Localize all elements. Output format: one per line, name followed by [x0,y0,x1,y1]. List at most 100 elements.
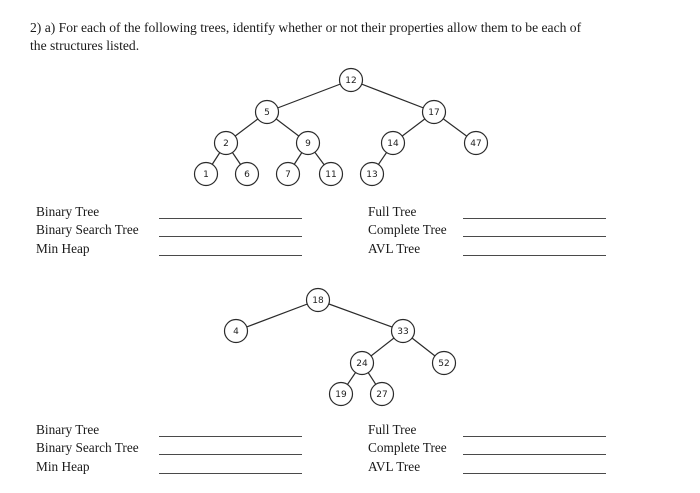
tree-node-circle [318,161,344,187]
tree-node-value: 52 [438,359,449,369]
tree-1-node-7: 7 [275,161,301,187]
answer-row-t2-avl-tree: AVL Tree [368,455,606,474]
tree-node-value: 6 [244,170,250,180]
tree-node-value: 33 [397,327,408,337]
tree-node-circle [380,130,406,156]
tree-1-node-12: 12 [338,67,364,93]
tree-node-circle [390,318,416,344]
answer-row-t1-complete-tree: Complete Tree [368,219,606,237]
tree-node-circle [193,161,219,187]
tree-node-value: 24 [356,359,368,369]
answer-blank-line [159,459,302,474]
answer-label: Full Tree [368,203,417,219]
answer-row-t2-binary-tree: Binary Tree [36,418,302,437]
tree-node-value: 2 [223,139,229,149]
tree-edge-18-4 [235,299,319,332]
answer-row-t2-min-heap: Min Heap [36,455,302,474]
question-line-2: the structures listed. [30,37,140,53]
answer-blank-line [159,440,302,455]
tree-2-node-27: 27 [369,381,395,407]
tree-node-circle [223,318,249,344]
tree-node-circle [349,350,375,376]
answer-label: Min Heap [36,458,90,474]
tree-node-value: 9 [305,139,311,149]
tree-node-value: 4 [233,327,239,337]
tree-1-node-2: 2 [213,130,239,156]
tree-node-circle [213,130,239,156]
answers-tree1-right: Full Tree Complete Tree AVL Tree [368,200,606,256]
tree-node-circle [421,99,447,125]
answer-blank-line [463,440,606,455]
answer-label: AVL Tree [368,458,421,474]
tree-1-node-13: 13 [359,161,385,187]
answer-row-t2-full-tree: Full Tree [368,418,606,437]
tree-1-node-47: 47 [463,130,489,156]
tree-1-node-1: 1 [193,161,219,187]
answers-tree2-right: Full Tree Complete Tree AVL Tree [368,418,606,474]
answer-row-t1-min-heap: Min Heap [36,237,302,256]
answer-blank-line [463,204,606,219]
tree-node-value: 47 [470,139,481,149]
tree-node-value: 1 [203,170,209,180]
tree-2-node-52: 52 [431,350,457,376]
answer-blank-line [159,422,302,437]
tree-node-circle [431,350,457,376]
tree-2-node-33: 33 [390,318,416,344]
answer-label: Complete Tree [368,222,447,237]
tree-node-value: 12 [345,76,356,86]
answer-row-t1-avl-tree: AVL Tree [368,237,606,256]
tree-node-circle [338,67,364,93]
answer-row-t1-full-tree: Full Tree [368,200,606,219]
answer-label: Min Heap [36,240,90,256]
tree-2-node-24: 24 [349,350,375,376]
tree-node-value: 5 [264,108,270,118]
tree-node-value: 13 [366,170,377,180]
tree-edge-12-5 [266,79,352,113]
answer-row-t2-complete-tree: Complete Tree [368,437,606,455]
answers-tree1-left: Binary Tree Binary Search Tree Min Heap [36,200,302,256]
answer-row-t1-binary-tree: Binary Tree [36,200,302,219]
question-line-1: 2) a) For each of the following trees, i… [30,20,582,35]
answer-label: Full Tree [368,421,417,437]
tree-node-circle [328,381,354,407]
answer-blank-line [463,459,606,474]
answers-tree2-left: Binary Tree Binary Search Tree Min Heap [36,418,302,474]
answer-label: Binary Tree [36,203,100,219]
answer-blank-line [463,241,606,256]
tree-2-node-4: 4 [223,318,249,344]
tree-node-value: 27 [376,390,387,400]
answer-blank-line [463,222,606,237]
answer-label: Binary Search Tree [36,222,139,237]
tree-node-circle [275,161,301,187]
answer-blank-line [159,222,302,237]
tree-node-circle [463,130,489,156]
answer-label: Binary Search Tree [36,440,139,455]
tree-node-value: 11 [325,170,336,180]
tree-node-circle [234,161,260,187]
tree-1-node-5: 5 [254,99,280,125]
answer-row-t2-binary-search-tree: Binary Search Tree [36,437,302,455]
answer-label: Complete Tree [368,440,447,455]
tree-1-node-11: 11 [318,161,344,187]
tree-node-circle [305,287,331,313]
answer-blank-line [159,241,302,256]
tree-node-circle [254,99,280,125]
tree-node-value: 17 [428,108,439,118]
tree-node-value: 19 [335,390,347,400]
tree-edge-12-17 [350,79,435,113]
tree-node-circle [295,130,321,156]
answer-label: Binary Tree [36,421,100,437]
tree-node-circle [369,381,395,407]
tree-2-node-18: 18 [305,287,331,313]
tree-1-node-6: 6 [234,161,260,187]
answer-blank-line [159,204,302,219]
answer-row-t1-binary-search-tree: Binary Search Tree [36,219,302,237]
tree-node-circle [359,161,385,187]
answer-blank-line [463,422,606,437]
answer-label: AVL Tree [368,240,421,256]
tree-1-node-14: 14 [380,130,406,156]
tree-2-node-19: 19 [328,381,354,407]
tree-1-node-17: 17 [421,99,447,125]
